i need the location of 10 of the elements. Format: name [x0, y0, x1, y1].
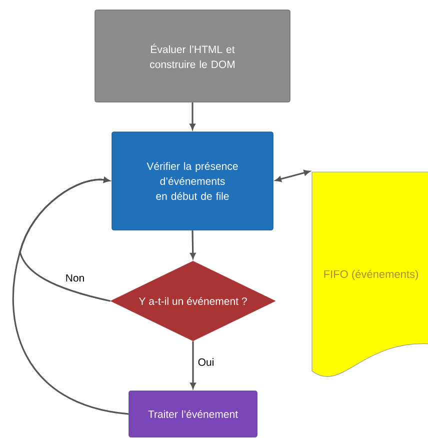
- arrow: [190, 341, 196, 389]
- process-box: Évaluer l’HTML et construire le DOM: [94, 10, 290, 102]
- arrow: [190, 102, 196, 130]
- process-box: Vérifier la présence d’événements en début de file: [112, 132, 274, 230]
- process-box: Traiter l’événement: [128, 390, 258, 438]
- edge-label: Non: [64, 273, 86, 283]
- arrow: [190, 230, 196, 259]
- arrow: [12, 177, 129, 415]
- arrow: [275, 170, 310, 182]
- edge-label: Oui: [196, 357, 216, 367]
